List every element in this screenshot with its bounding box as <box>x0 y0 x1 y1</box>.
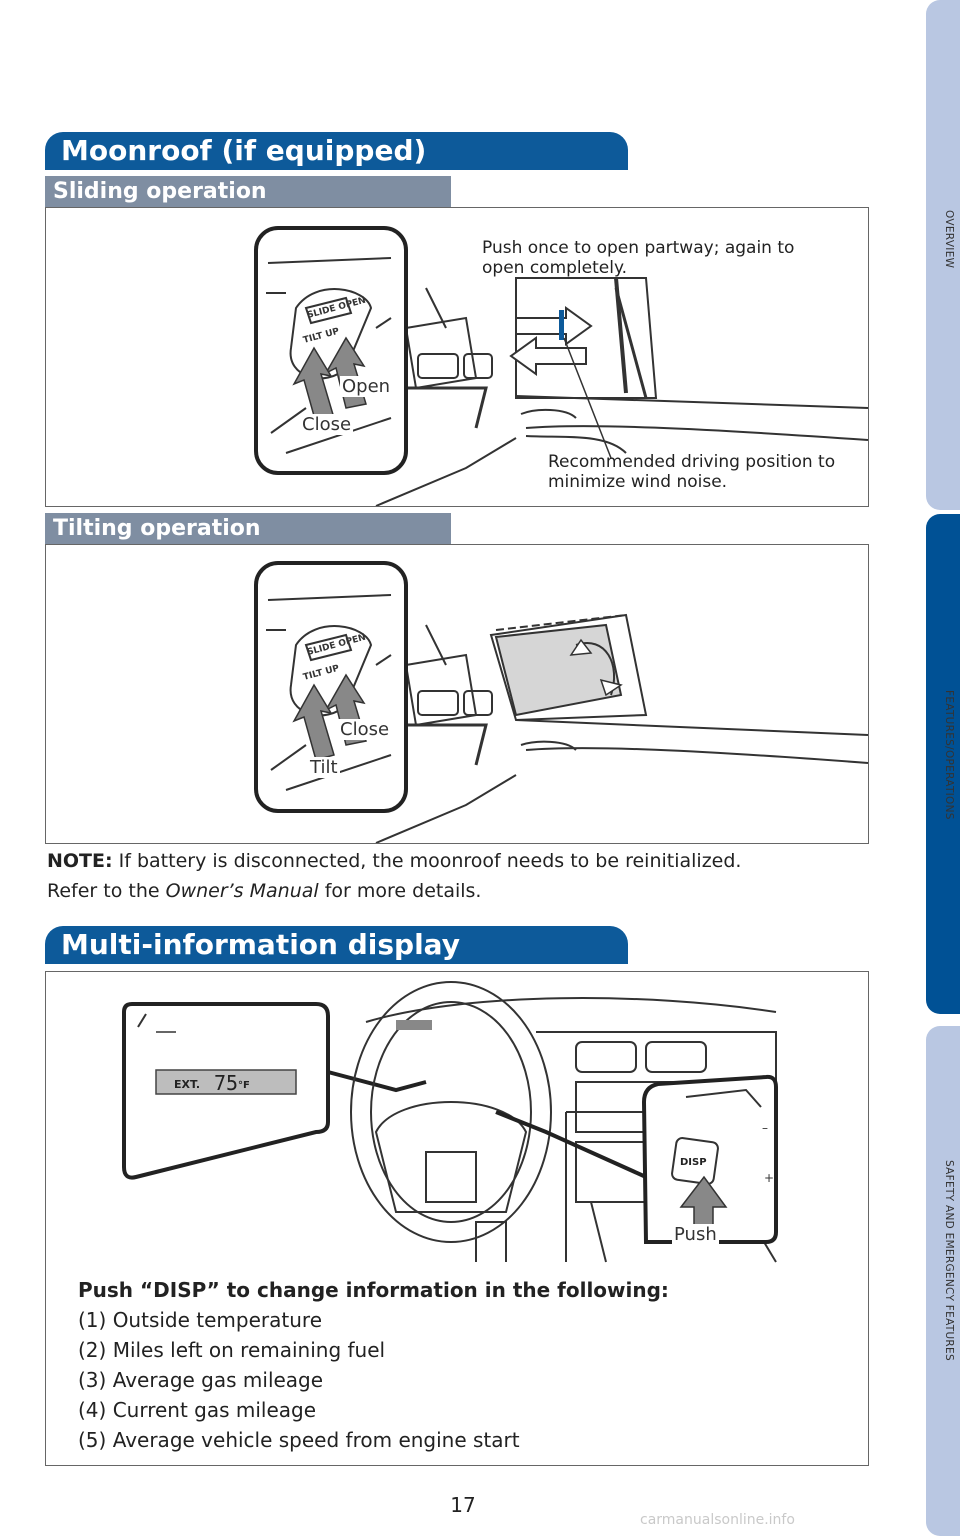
sliding-caption: Push once to open partway; again to open… <box>482 238 795 278</box>
owners-manual-ref: Owner’s Manual <box>165 880 319 902</box>
display-ext-label: EXT. <box>174 1078 200 1091</box>
tab-label-safety: SAFETY AND EMERGENCY FEATURES <box>943 1160 955 1361</box>
mid-illustration: EXT. 75 °F DISP – + <box>122 981 778 1263</box>
tab-features-operations[interactable] <box>926 514 960 1014</box>
tab-label-features: FEATURES/OPERATIONS <box>943 690 955 820</box>
label-close: Close <box>300 414 354 435</box>
watermark: carmanualsonline.info <box>640 1512 795 1528</box>
display-temp-value: 75 <box>214 1071 238 1095</box>
note-line2-post: for more details. <box>318 880 482 902</box>
wind-noise-callout: Recommended driving position to minimize… <box>548 452 836 492</box>
push-label: Push <box>672 1224 719 1245</box>
mid-title: Multi-information display <box>45 926 628 964</box>
note-label: NOTE: <box>47 850 113 872</box>
sliding-panel: SLIDE OPEN TILT UP Push once to open par… <box>45 207 869 507</box>
list-item: (4) Current gas mileage <box>78 1398 317 1422</box>
tab-label-overview: OVERVIEW <box>943 210 955 269</box>
list-item: (5) Average vehicle speed from engine st… <box>78 1428 520 1452</box>
tilting-panel: SLIDE OPEN TILT UP Close Tilt <box>45 544 869 844</box>
svg-text:+: + <box>764 1171 774 1185</box>
tilting-operation-title: Tilting operation <box>45 513 451 545</box>
label-tilt: Tilt <box>308 757 340 778</box>
mid-info-list: Push “DISP” to change information in the… <box>78 1275 669 1455</box>
sliding-operation-title: Sliding operation <box>45 176 451 208</box>
label-close-tilt: Close <box>338 719 392 740</box>
disp-button-text: DISP <box>680 1157 707 1168</box>
note-text: If battery is disconnected, the moonroof… <box>112 850 742 872</box>
moonroof-note: NOTE: If battery is disconnected, the mo… <box>47 846 741 906</box>
list-item: (2) Miles left on remaining fuel <box>78 1338 386 1362</box>
tilting-illustration: SLIDE OPEN TILT UP <box>254 561 868 843</box>
tab-safety-emergency[interactable] <box>926 1026 960 1536</box>
mid-list-title: Push “DISP” to change information in the… <box>78 1278 669 1302</box>
label-open: Open <box>340 376 393 397</box>
page-number: 17 <box>450 1493 476 1517</box>
tab-overview[interactable] <box>926 0 960 510</box>
list-item: (1) Outside temperature <box>78 1308 322 1332</box>
moonroof-title: Moonroof (if equipped) <box>45 132 628 170</box>
svg-text:–: – <box>762 1121 768 1135</box>
display-temp-unit: °F <box>238 1080 250 1091</box>
list-item: (3) Average gas mileage <box>78 1368 324 1392</box>
mid-panel: EXT. 75 °F DISP – + <box>45 971 869 1466</box>
note-line2-pre: Refer to the <box>47 880 166 902</box>
